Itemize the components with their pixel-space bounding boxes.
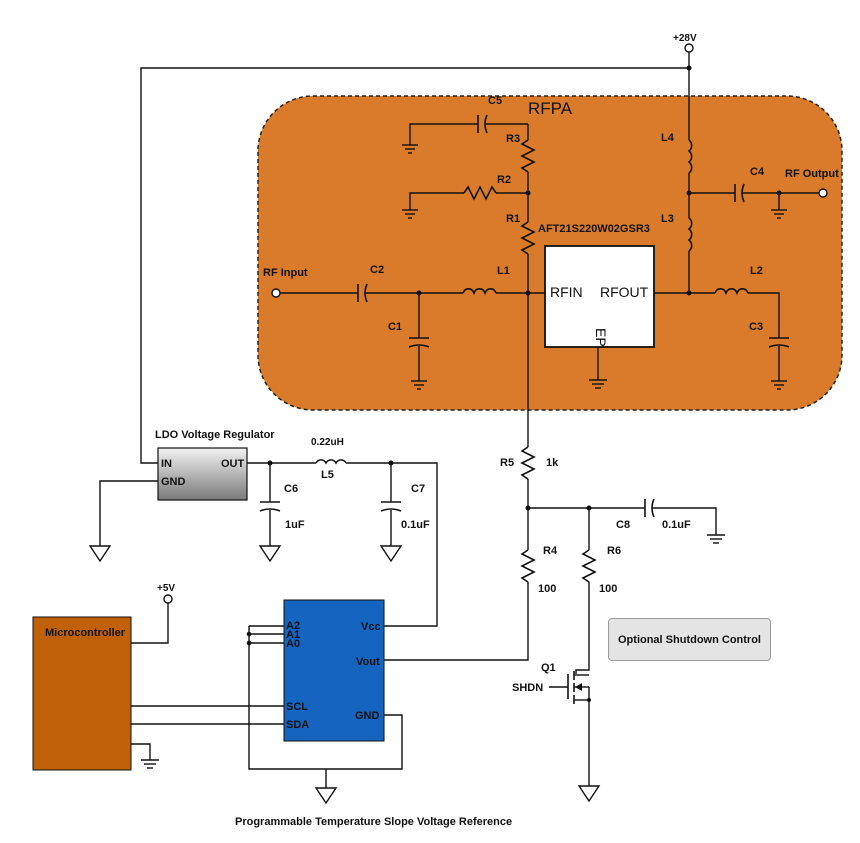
resistor-r6: R6 100 (581, 545, 621, 595)
c4-label: C4 (750, 166, 765, 178)
ground-c3 (771, 380, 787, 390)
rfpa-title: RFPA (528, 99, 573, 118)
l3-label: L3 (661, 213, 674, 225)
voltage-reference-ic: A2 A1 A0 Vcc Vout SCL SDA GND (283, 599, 385, 742)
rf-input-terminal[interactable] (271, 288, 281, 298)
c1-label: C1 (388, 321, 402, 333)
ldo-regulator: IN OUT GND (157, 447, 248, 501)
optional-shutdown-control-button[interactable]: Optional Shutdown Control (608, 618, 771, 661)
ground-c7 (379, 545, 403, 563)
supply-28v: +28V (673, 33, 697, 68)
ldo-title: LDO Voltage Regulator (155, 429, 275, 441)
r5-value: 1k (546, 457, 559, 469)
r5-label: R5 (500, 457, 514, 469)
r3-label: R3 (506, 133, 520, 145)
r6-value: 100 (599, 583, 617, 595)
capacitor-c8: C8 0.1uF (616, 498, 691, 531)
transistor-ic: RFIN RFOUT EP (544, 245, 655, 348)
c6-label: C6 (284, 483, 298, 495)
c8-label: C8 (616, 519, 630, 531)
supply-28v-label: +28V (673, 33, 697, 44)
c7-label: C7 (411, 483, 425, 495)
supply-5v: +5V (157, 583, 175, 604)
ref-pin-a2: A2 (286, 620, 300, 632)
shdn-label: SHDN (512, 682, 543, 694)
ldo-pin-out: OUT (221, 458, 245, 470)
mosfet-q1: Q1 (541, 662, 590, 704)
l5-value: 0.22uH (311, 437, 344, 448)
c7-value: 0.1uF (401, 519, 430, 531)
resistor-r2: R2 (463, 174, 511, 201)
c8-value: 0.1uF (662, 519, 691, 531)
capacitor-c7: C7 0.1uF (380, 483, 430, 531)
ref-pin-gnd: GND (355, 710, 380, 722)
c3-label: C3 (749, 321, 763, 333)
transistor-name: AFT21S220W02GSR3 (538, 223, 650, 235)
l1-label: L1 (497, 265, 510, 277)
ref-pin-a0: A0 (286, 638, 300, 650)
pin-ep-label: EP (593, 328, 609, 347)
q1-label: Q1 (541, 662, 556, 674)
r6-label: R6 (607, 545, 621, 557)
optional-shutdown-control-label: Optional Shutdown Control (618, 633, 761, 646)
pin-rfout-label: RFOUT (600, 284, 649, 300)
r2-label: R2 (497, 174, 511, 186)
capacitor-c1: C1 (388, 321, 430, 348)
l4-label: L4 (661, 132, 675, 144)
supply-5v-label: +5V (157, 583, 175, 594)
resistor-r5: R5 1k (500, 446, 559, 480)
rf-input-label: RF Input (263, 267, 308, 279)
pin-rfin-label: RFIN (550, 284, 583, 300)
inductor-l3: L3 (661, 213, 693, 252)
c5-label: C5 (488, 95, 502, 107)
ldo-pin-gnd: GND (161, 476, 186, 488)
capacitor-c2: C2 (357, 264, 384, 303)
ground-ref (314, 787, 338, 805)
microcontroller: Microcontroller (32, 616, 132, 771)
ground-c1 (411, 380, 427, 390)
c6-value: 1uF (285, 519, 305, 531)
ref-pin-vout: Vout (356, 656, 380, 668)
ground-mcu (141, 759, 159, 769)
rf-output-label: RF Output (785, 168, 839, 180)
ref-pin-sda: SDA (286, 719, 309, 731)
rf-output-terminal[interactable] (818, 188, 828, 198)
inductor-l1: L1 (462, 265, 510, 296)
inductor-l5: 0.22uH L5 (311, 437, 347, 481)
r4-label: R4 (543, 545, 558, 557)
microcontroller-label: Microcontroller (45, 627, 126, 639)
capacitor-c3: C3 (749, 321, 790, 348)
resistor-r3: R3 (506, 133, 536, 173)
ground-c8 (707, 534, 725, 544)
ground-q1 (577, 785, 601, 803)
ground-ep (589, 379, 607, 389)
reference-caption: Programmable Temperature Slope Voltage R… (235, 816, 512, 828)
inductor-l2: L2 (714, 265, 763, 296)
ground-c4 (771, 209, 787, 219)
ground-c5 (402, 144, 418, 154)
r1-label: R1 (506, 213, 520, 225)
ref-pin-a1: A1 (286, 629, 300, 641)
ground-r2 (402, 209, 418, 219)
ground-c6 (258, 545, 282, 563)
c2-label: C2 (370, 264, 384, 276)
r4-value: 100 (538, 583, 556, 595)
ref-pin-scl: SCL (286, 701, 308, 713)
ground-ldo (88, 545, 112, 563)
resistor-r4: R4 100 (520, 545, 558, 595)
capacitor-c6: C6 1uF (259, 483, 305, 531)
ldo-pin-in: IN (161, 458, 172, 470)
inductor-l4: L4 (661, 132, 693, 174)
ref-pin-vcc: Vcc (361, 621, 381, 633)
resistor-r1: R1 (506, 213, 536, 255)
l2-label: L2 (750, 265, 763, 277)
l5-label: L5 (321, 469, 334, 481)
